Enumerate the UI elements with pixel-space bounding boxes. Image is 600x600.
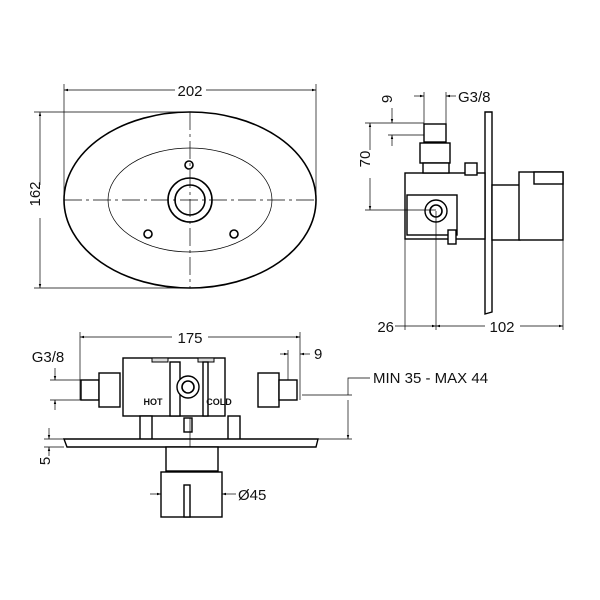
height-dimension: 70 [357,151,374,168]
hot-label: HOT [144,397,164,407]
depth-dimension-a: 26 [377,319,394,336]
cold-label: COLD [206,397,232,407]
knob-collar [165,446,219,472]
knob-outer [167,177,213,223]
thread-dimension: G3/8 [32,349,65,366]
knob-diameter-dimension: Ø45 [238,487,266,504]
bottom-view: 175 HOT COLD G3/8 9 Ø45 MIN 35 - MAX 44 [32,330,488,518]
front-view: 202 162 [27,83,317,289]
width-dimension: 175 [177,330,202,347]
screw-hole [143,229,153,239]
height-dimension: 162 [27,181,44,206]
cold-inlet-fitting [257,372,280,408]
wall-thickness-range: MIN 35 - MAX 44 [373,370,488,387]
screw-hole [184,160,194,170]
width-dimension: 202 [177,83,202,100]
cover-plate-edge [62,438,319,448]
screw-hole [229,229,239,239]
inlet-pipe [423,123,447,143]
offset-dimension: 9 [379,95,396,103]
depth-dimension-b: 102 [489,319,514,336]
cover-plate-side [484,111,493,315]
hot-inlet-fitting [80,379,100,401]
knob-handle [160,471,223,518]
offset-dimension: 9 [314,346,322,363]
thread-dimension: G3/8 [458,89,491,106]
plate-thickness-dimension: 5 [37,457,54,465]
side-view: G3/8 9 70 26 102 [357,89,564,336]
knob-inner [174,184,206,216]
